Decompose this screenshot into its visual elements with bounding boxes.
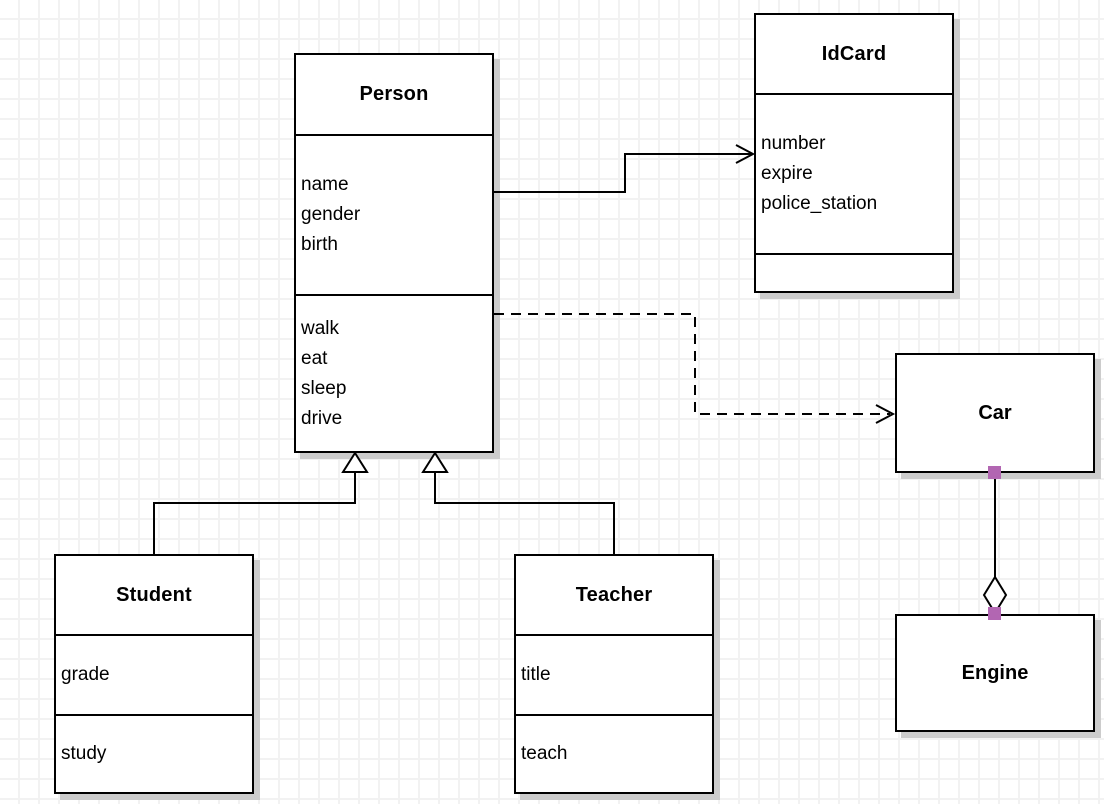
attribute-name: police_station	[761, 193, 878, 214]
method-name: eat	[301, 347, 328, 369]
attribute-name: number	[761, 133, 826, 154]
dependency-person-car[interactable]	[494, 313, 896, 424]
class-box-idcard[interactable]: IdCard number expire police_station	[754, 13, 954, 293]
method-name: study	[61, 743, 107, 764]
generalization-student-person[interactable]	[153, 451, 369, 554]
methods-compartment-empty	[756, 253, 952, 291]
attributes-compartment: title	[516, 634, 712, 714]
class-box-car[interactable]: Car	[895, 353, 1095, 473]
hollow-triangle-icon	[341, 451, 369, 473]
attribute-name: gender	[301, 204, 361, 225]
method-name: sleep	[301, 377, 347, 399]
attributes-compartment: name gender birth	[296, 134, 492, 294]
attribute-name: title	[521, 664, 551, 685]
class-name: Teacher	[575, 583, 653, 606]
class-name: Student	[116, 583, 192, 606]
attribute-name: grade	[61, 664, 110, 685]
aggregation-car-engine[interactable]	[982, 466, 1008, 620]
open-arrowhead-icon	[735, 144, 756, 164]
class-box-engine[interactable]: Engine	[895, 614, 1095, 732]
methods-compartment: teach	[516, 714, 712, 792]
attribute-name: name	[301, 174, 349, 195]
class-name: Car	[978, 401, 1012, 424]
open-arrowhead-icon	[875, 404, 896, 424]
class-name: Person	[359, 83, 429, 105]
hollow-triangle-icon	[421, 451, 449, 473]
methods-compartment: walk eat sleep drive	[296, 294, 492, 451]
attributes-compartment: number expire police_station	[756, 93, 952, 253]
attribute-name: birth	[301, 234, 338, 255]
class-name: Engine	[961, 661, 1029, 684]
method-name: teach	[521, 743, 568, 764]
class-box-student[interactable]: Student grade study	[54, 554, 254, 794]
method-name: walk	[301, 317, 340, 339]
class-box-teacher[interactable]: Teacher title teach	[514, 554, 714, 794]
methods-compartment: study	[56, 714, 252, 792]
attributes-compartment: grade	[56, 634, 252, 714]
class-name: IdCard	[821, 42, 887, 65]
method-name: drive	[301, 407, 343, 429]
attribute-name: expire	[761, 163, 813, 184]
class-box-person[interactable]: Person name gender birth walk eat sleep …	[294, 53, 494, 453]
generalization-teacher-person[interactable]	[421, 451, 615, 554]
association-person-idcard[interactable]	[494, 144, 756, 193]
